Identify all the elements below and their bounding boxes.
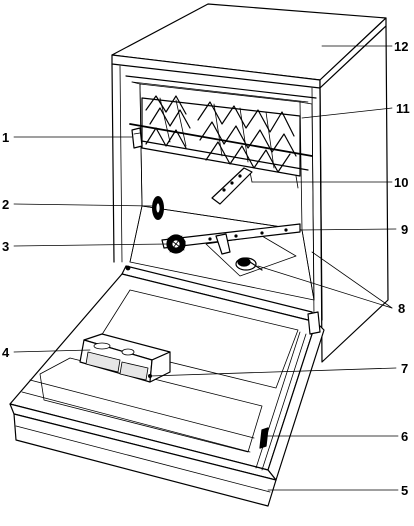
salt-container (167, 235, 185, 253)
upper-basket (130, 96, 312, 188)
callout-6: 6 (401, 429, 408, 444)
callout-7: 7 (401, 361, 408, 376)
callout-1: 1 (2, 130, 9, 145)
callout-12: 12 (394, 39, 408, 54)
upper-basket-adjuster (132, 128, 142, 148)
callout-3: 3 (2, 239, 9, 254)
callout-4: 4 (2, 345, 10, 360)
leader-line-2 (14, 204, 152, 206)
door (10, 266, 324, 506)
callout-5: 5 (401, 483, 408, 498)
callout-10: 10 (394, 175, 408, 190)
water-hardness-dial (152, 196, 164, 220)
upper-spray-arm (212, 168, 252, 204)
leader-line-3 (14, 244, 168, 246)
callout-9: 9 (401, 222, 408, 237)
callout-2: 2 (2, 197, 9, 212)
callout-11: 11 (396, 101, 410, 116)
callout-8: 8 (398, 301, 405, 316)
